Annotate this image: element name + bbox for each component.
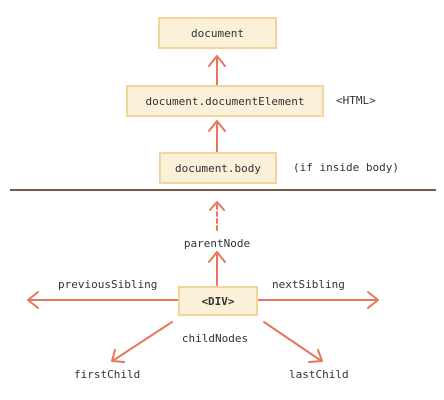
document-node: document: [158, 17, 277, 49]
parent-node-label: parentNode: [183, 237, 251, 250]
arrow-left-to-previous-sibling: [27, 291, 179, 309]
arrow-down-right-to-last-child: [263, 321, 323, 363]
inside-body-note: (if inside body): [293, 161, 399, 174]
body-node: document.body: [159, 152, 277, 184]
first-child-label: firstChild: [74, 368, 141, 381]
html-note: <HTML>: [336, 94, 376, 107]
arrow-right-to-next-sibling: [257, 291, 379, 309]
child-nodes-label: childNodes: [181, 332, 249, 345]
arrow-up-to-document-element: [208, 120, 226, 153]
arrow-dashed-up-to-body: [209, 201, 225, 231]
last-child-label: lastChild: [289, 368, 349, 381]
arrow-down-left-to-first-child: [111, 321, 173, 363]
arrow-up-to-parent-node: [208, 251, 226, 286]
previous-sibling-label: previousSibling: [58, 278, 158, 291]
next-sibling-label: nextSibling: [272, 278, 345, 291]
document-element-node: document.documentElement: [126, 85, 324, 117]
div-node: <DIV>: [178, 286, 258, 316]
arrow-up-to-document: [208, 55, 226, 86]
